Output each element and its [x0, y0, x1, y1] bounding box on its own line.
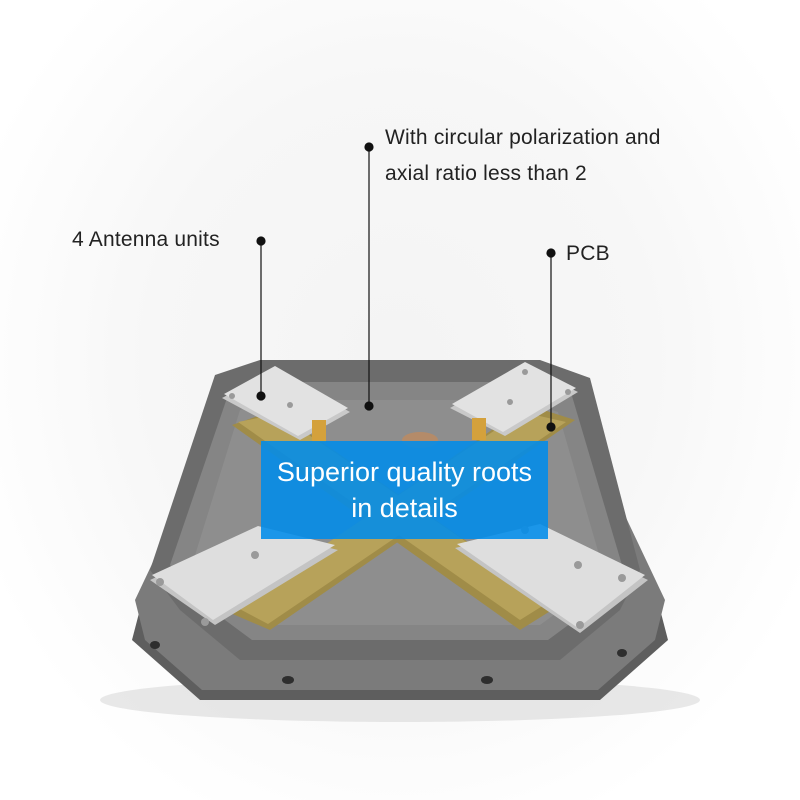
antenna-units-label: 4 Antenna units: [72, 228, 220, 251]
antenna-plate-top-right: [450, 362, 578, 440]
antenna-plate-bottom-left: [150, 526, 338, 626]
mounting-holes: [150, 641, 627, 684]
antenna-plate-top-left: [222, 366, 350, 442]
polarization-line-2: axial ratio less than 2: [385, 162, 587, 185]
banner-line-1: Superior quality roots: [276, 457, 533, 487]
polarization-line-1: With circular polarization and: [385, 126, 661, 149]
banner-line-2: in details: [351, 493, 458, 523]
quality-banner: Superior quality roots in details: [261, 441, 548, 539]
polarization-label: With circular polarization and axial rat…: [385, 120, 661, 192]
callout-lines: [256, 142, 556, 432]
pcb-label: PCB: [566, 242, 610, 265]
